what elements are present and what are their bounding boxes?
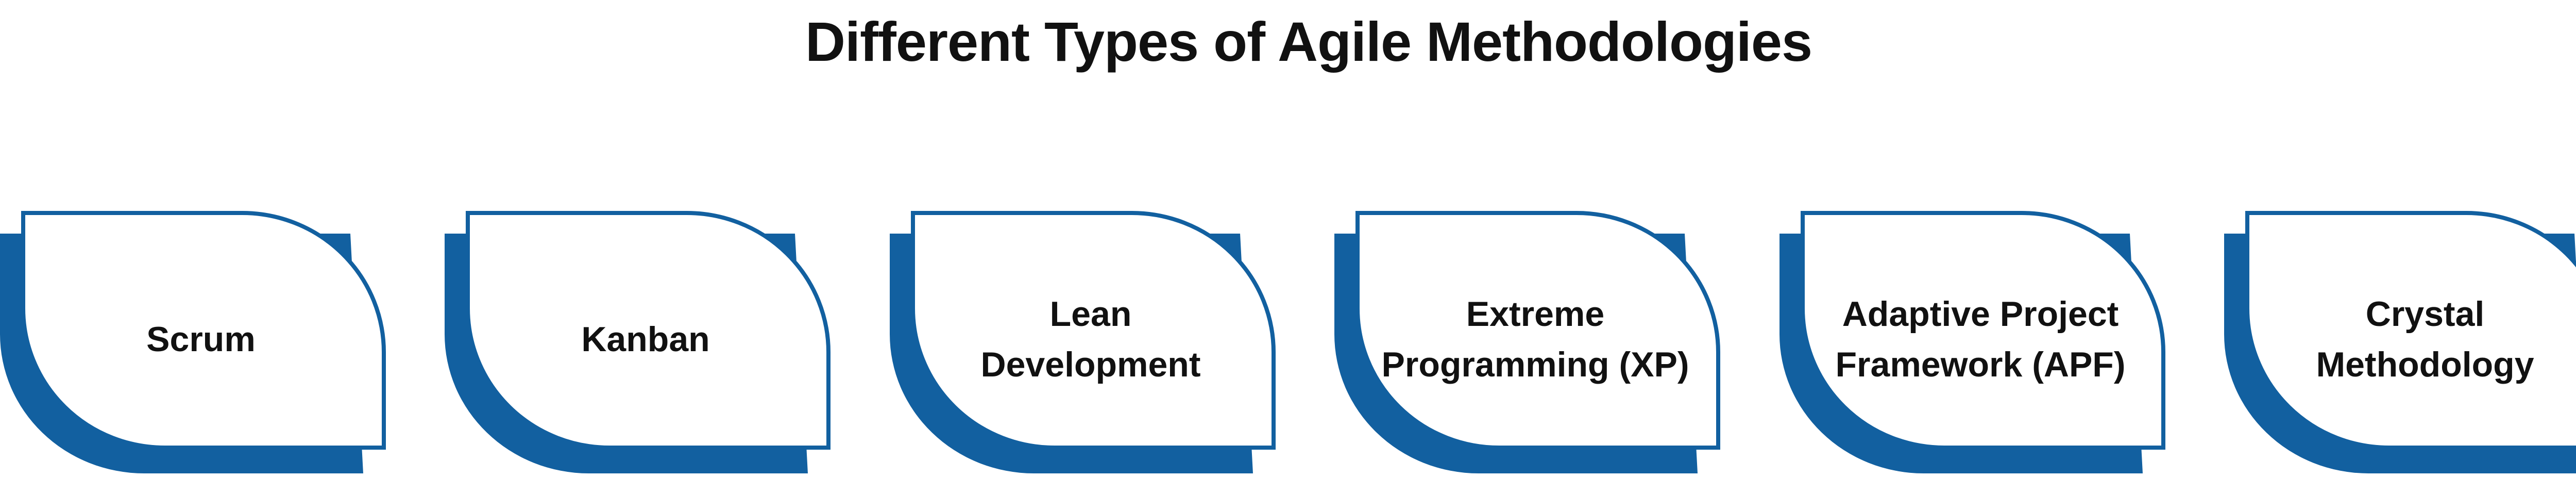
card-outline (1355, 211, 1720, 450)
card-label-line: Kanban (581, 320, 710, 359)
card-label: Lean Development (910, 226, 1271, 453)
card-label: Scrum (21, 226, 381, 453)
card-label-line: Programming (XP) (1381, 345, 1689, 384)
card-shape (2224, 211, 2576, 473)
card-shape (445, 211, 831, 473)
card-label-line: Lean (1049, 294, 1132, 334)
card-label-line: Extreme (1466, 294, 1605, 334)
methodology-card-extreme-programming: Extreme Programming (XP) (1334, 205, 1726, 473)
methodology-card-lean-development: Lean Development (890, 205, 1281, 473)
card-outline (2245, 211, 2576, 450)
card-label: Extreme Programming (XP) (1355, 226, 1716, 453)
card-shape (890, 211, 1276, 473)
card-label: Kanban (465, 226, 826, 453)
card-label-line: Methodology (2316, 345, 2534, 384)
card-shape (1780, 211, 2165, 473)
methodology-card-crystal-methodology: Crystal Methodology (2224, 205, 2576, 473)
card-shape (0, 211, 386, 473)
card-label-line: Adaptive Project (1842, 294, 2119, 334)
methodology-card-scrum: Scrum (0, 205, 392, 473)
methodology-card-kanban: Kanban (445, 205, 836, 473)
methodology-card-adaptive-project-framework: Adaptive Project Framework (APF) (1780, 205, 2171, 473)
card-label-line: Crystal (2365, 294, 2485, 334)
card-outline (466, 211, 831, 450)
diagram-title: Different Types of Agile Methodologies (805, 10, 1812, 73)
card-label: Adaptive Project Framework (APF) (1800, 226, 2161, 453)
card-label-line: Development (980, 345, 1201, 384)
card-label: Crystal Methodology (2245, 226, 2576, 453)
card-outline (21, 211, 386, 450)
card-outline (911, 211, 1276, 450)
card-label-line: Scrum (146, 320, 256, 359)
card-outline (1801, 211, 2165, 450)
card-shape (1334, 211, 1720, 473)
card-label-line: Framework (APF) (1835, 345, 2126, 384)
